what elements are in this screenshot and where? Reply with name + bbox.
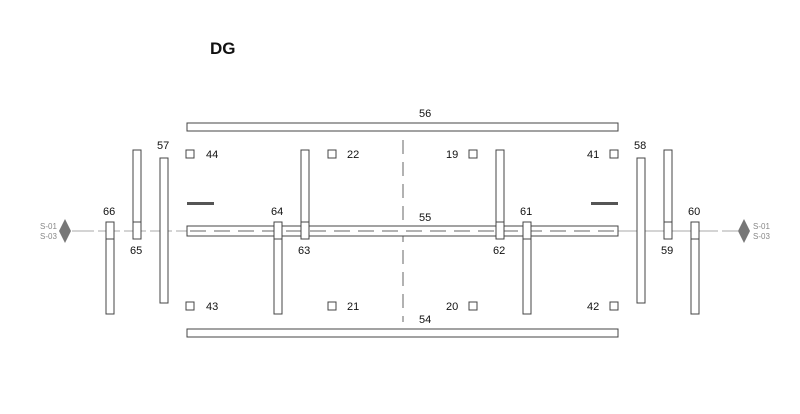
section-marker-left[interactable]: S-01 S-03 [40, 219, 71, 243]
member-outline [636, 157, 646, 304]
member-label: 59 [661, 245, 673, 257]
column-square [468, 149, 478, 159]
beam-outline [186, 328, 619, 338]
column-43[interactable]: 43 [185, 301, 218, 313]
column-square [185, 301, 195, 311]
member-outline [273, 221, 283, 315]
beam-label: 54 [419, 314, 431, 326]
column-label: 41 [587, 149, 599, 161]
column-square [609, 149, 619, 159]
column-square [609, 301, 619, 311]
diamond-marker-icon [738, 219, 750, 243]
member-outline [132, 149, 142, 240]
column-square [185, 149, 195, 159]
member-61[interactable]: 61 [520, 206, 532, 315]
member-label: 65 [130, 245, 142, 257]
member-63[interactable]: 63 [298, 149, 310, 257]
member-65[interactable]: 65 [130, 149, 142, 257]
member-outline [300, 149, 310, 240]
member-outline [105, 221, 115, 315]
column-square [327, 301, 337, 311]
member-label: 63 [298, 245, 310, 257]
section-marker-right[interactable]: S-01 S-03 [738, 219, 770, 243]
diamond-marker-icon [59, 219, 71, 243]
member-outline [159, 157, 169, 304]
beam-outline [186, 122, 619, 132]
member-outline [495, 149, 505, 240]
column-square [468, 301, 478, 311]
beam-56[interactable]: 56 [186, 108, 619, 132]
member-64[interactable]: 64 [271, 206, 283, 315]
section-label-1: S-01 [40, 222, 57, 231]
section-label-2: S-03 [753, 232, 770, 241]
member-outline [663, 149, 673, 240]
member-label: 57 [157, 140, 169, 152]
member-66[interactable]: 66 [103, 206, 115, 315]
column-label: 44 [206, 149, 218, 161]
beam-label: 55 [419, 212, 431, 224]
column-41[interactable]: 41 [587, 149, 619, 161]
column-19[interactable]: 19 [446, 149, 478, 161]
column-square [327, 149, 337, 159]
member-60[interactable]: 60 [688, 206, 700, 315]
member-outline [690, 221, 700, 315]
column-44[interactable]: 44 [185, 149, 218, 161]
column-22[interactable]: 22 [327, 149, 359, 161]
member-label: 61 [520, 206, 532, 218]
column-label: 21 [347, 301, 359, 313]
member-58[interactable]: 58 [634, 140, 646, 304]
member-label: 66 [103, 206, 115, 218]
member-label: 58 [634, 140, 646, 152]
member-label: 60 [688, 206, 700, 218]
column-21[interactable]: 21 [327, 301, 359, 313]
section-label-1: S-01 [753, 222, 770, 231]
wall-segment-left [187, 202, 214, 205]
member-62[interactable]: 62 [493, 149, 505, 257]
member-59[interactable]: 59 [661, 149, 673, 257]
plan-title: DG [210, 39, 236, 58]
column-label: 43 [206, 301, 218, 313]
column-label: 42 [587, 301, 599, 313]
section-label-2: S-03 [40, 232, 57, 241]
member-57[interactable]: 57 [157, 140, 169, 304]
column-label: 19 [446, 149, 458, 161]
wall-segment-right [591, 202, 618, 205]
member-label: 64 [271, 206, 283, 218]
beam-label: 56 [419, 108, 431, 120]
member-outline [522, 221, 532, 315]
column-label: 22 [347, 149, 359, 161]
column-20[interactable]: 20 [446, 301, 478, 313]
beam-outline [186, 225, 619, 237]
beam-55[interactable]: 55 [186, 212, 619, 237]
member-label: 62 [493, 245, 505, 257]
column-label: 20 [446, 301, 458, 313]
beam-54[interactable]: 54 [186, 314, 619, 338]
column-42[interactable]: 42 [587, 301, 619, 313]
